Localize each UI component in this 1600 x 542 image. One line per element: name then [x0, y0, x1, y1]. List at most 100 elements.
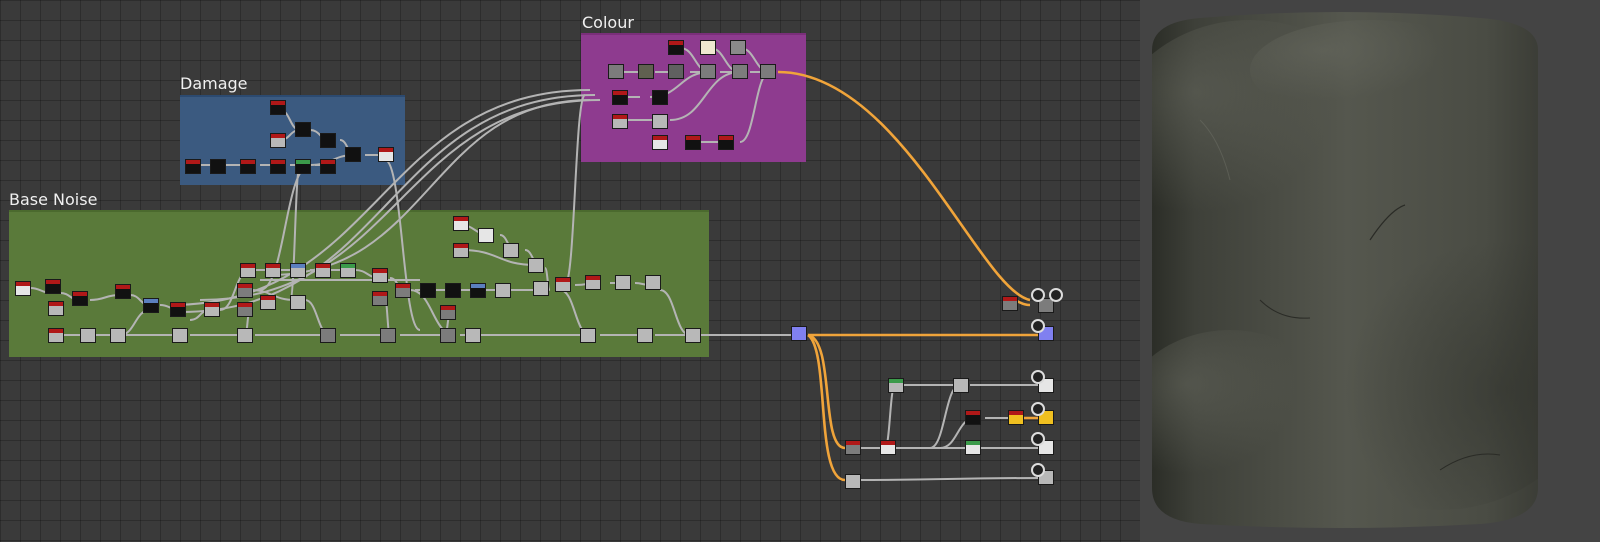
damage-node[interactable] [295, 159, 311, 174]
frame-title-base-noise[interactable]: Base Noise [9, 190, 98, 209]
base-noise-node[interactable] [80, 328, 96, 343]
base-noise-node[interactable] [237, 283, 253, 298]
node-connection[interactable] [269, 99, 591, 276]
output-graph-node[interactable] [880, 440, 896, 455]
damage-node[interactable] [210, 159, 226, 174]
base-noise-node[interactable] [555, 277, 571, 292]
colour-node[interactable] [668, 64, 684, 79]
base-noise-node[interactable] [685, 328, 701, 343]
base-noise-node[interactable] [237, 328, 253, 343]
output-graph-node[interactable] [888, 378, 904, 393]
material-preview-cylinder[interactable] [1140, 0, 1600, 542]
node-connection[interactable] [854, 477, 1041, 481]
base-noise-node[interactable] [478, 228, 494, 243]
node-connection[interactable] [807, 333, 846, 450]
base-noise-node[interactable] [290, 263, 306, 278]
circle-output-icon[interactable] [1031, 288, 1045, 302]
colour-node[interactable] [612, 90, 628, 105]
circle-output-icon[interactable] [1031, 319, 1045, 333]
base-noise-node[interactable] [110, 328, 126, 343]
colour-node[interactable] [730, 40, 746, 55]
base-noise-node[interactable] [453, 216, 469, 231]
base-noise-node[interactable] [380, 328, 396, 343]
base-noise-node[interactable] [372, 291, 388, 306]
circle-output-icon[interactable] [1049, 288, 1063, 302]
damage-node[interactable] [270, 133, 286, 148]
output-graph-node[interactable] [965, 410, 981, 425]
output-graph-node[interactable] [1002, 296, 1018, 311]
node-connection[interactable] [544, 267, 551, 291]
circle-output-icon[interactable] [1031, 432, 1045, 446]
damage-node[interactable] [270, 159, 286, 174]
damage-node[interactable] [240, 159, 256, 174]
base-noise-node[interactable] [645, 275, 661, 290]
frame-title-damage[interactable]: Damage [180, 74, 248, 93]
output-graph-node[interactable] [845, 440, 861, 455]
colour-node[interactable] [638, 64, 654, 79]
base-noise-node[interactable] [170, 302, 186, 317]
colour-node[interactable] [760, 64, 776, 79]
node-connection[interactable] [384, 159, 421, 331]
base-noise-node[interactable] [48, 301, 64, 316]
circle-output-icon[interactable] [1031, 370, 1045, 384]
base-noise-node[interactable] [340, 263, 356, 278]
damage-node[interactable] [378, 147, 394, 162]
colour-node[interactable] [652, 90, 668, 105]
base-noise-node[interactable] [45, 279, 61, 294]
output-graph-node[interactable] [1008, 410, 1024, 425]
damage-node[interactable] [320, 159, 336, 174]
node-connection[interactable] [807, 333, 846, 482]
node-connection[interactable] [669, 71, 741, 121]
base-noise-node[interactable] [445, 283, 461, 298]
node-graph-canvas[interactable]: Damage Colour Base Noise [0, 0, 1140, 542]
base-noise-node[interactable] [420, 283, 436, 298]
colour-node[interactable] [732, 64, 748, 79]
base-noise-node[interactable] [440, 305, 456, 320]
base-noise-node[interactable] [240, 263, 256, 278]
node-connection[interactable] [884, 384, 896, 449]
damage-node[interactable] [270, 100, 286, 115]
base-noise-node[interactable] [470, 283, 486, 298]
base-noise-node[interactable] [585, 275, 601, 290]
colour-node[interactable] [652, 114, 668, 129]
base-noise-node[interactable] [503, 243, 519, 258]
damage-node[interactable] [320, 133, 336, 148]
base-noise-node[interactable] [580, 328, 596, 343]
node-connection[interactable] [777, 70, 1031, 302]
colour-node[interactable] [612, 114, 628, 129]
height-output-node[interactable] [791, 326, 807, 341]
node-connection[interactable] [929, 384, 961, 449]
base-noise-node[interactable] [260, 295, 276, 310]
base-noise-node[interactable] [115, 284, 131, 299]
base-noise-node[interactable] [440, 328, 456, 343]
base-noise-node[interactable] [72, 291, 88, 306]
damage-node[interactable] [345, 147, 361, 162]
output-graph-node[interactable] [1038, 298, 1054, 313]
base-noise-node[interactable] [237, 302, 253, 317]
base-noise-node[interactable] [172, 328, 188, 343]
base-noise-node[interactable] [15, 281, 31, 296]
base-noise-node[interactable] [533, 281, 549, 296]
base-noise-node[interactable] [265, 263, 281, 278]
base-noise-node[interactable] [290, 295, 306, 310]
base-noise-node[interactable] [395, 283, 411, 298]
base-noise-node[interactable] [372, 268, 388, 283]
colour-node[interactable] [700, 64, 716, 79]
base-noise-node[interactable] [615, 275, 631, 290]
base-noise-node[interactable] [465, 328, 481, 343]
colour-node[interactable] [685, 135, 701, 150]
base-noise-node[interactable] [320, 328, 336, 343]
output-graph-node[interactable] [953, 378, 969, 393]
colour-node[interactable] [608, 64, 624, 79]
node-connection[interactable] [461, 249, 536, 266]
node-connection[interactable] [564, 94, 586, 286]
node-connection[interactable] [739, 71, 771, 143]
base-noise-node[interactable] [204, 302, 220, 317]
circle-output-icon[interactable] [1031, 402, 1045, 416]
output-graph-node[interactable] [845, 474, 861, 489]
base-noise-node[interactable] [528, 258, 544, 273]
colour-node[interactable] [718, 135, 734, 150]
output-graph-node[interactable] [965, 440, 981, 455]
base-noise-node[interactable] [495, 283, 511, 298]
colour-node[interactable] [652, 135, 668, 150]
